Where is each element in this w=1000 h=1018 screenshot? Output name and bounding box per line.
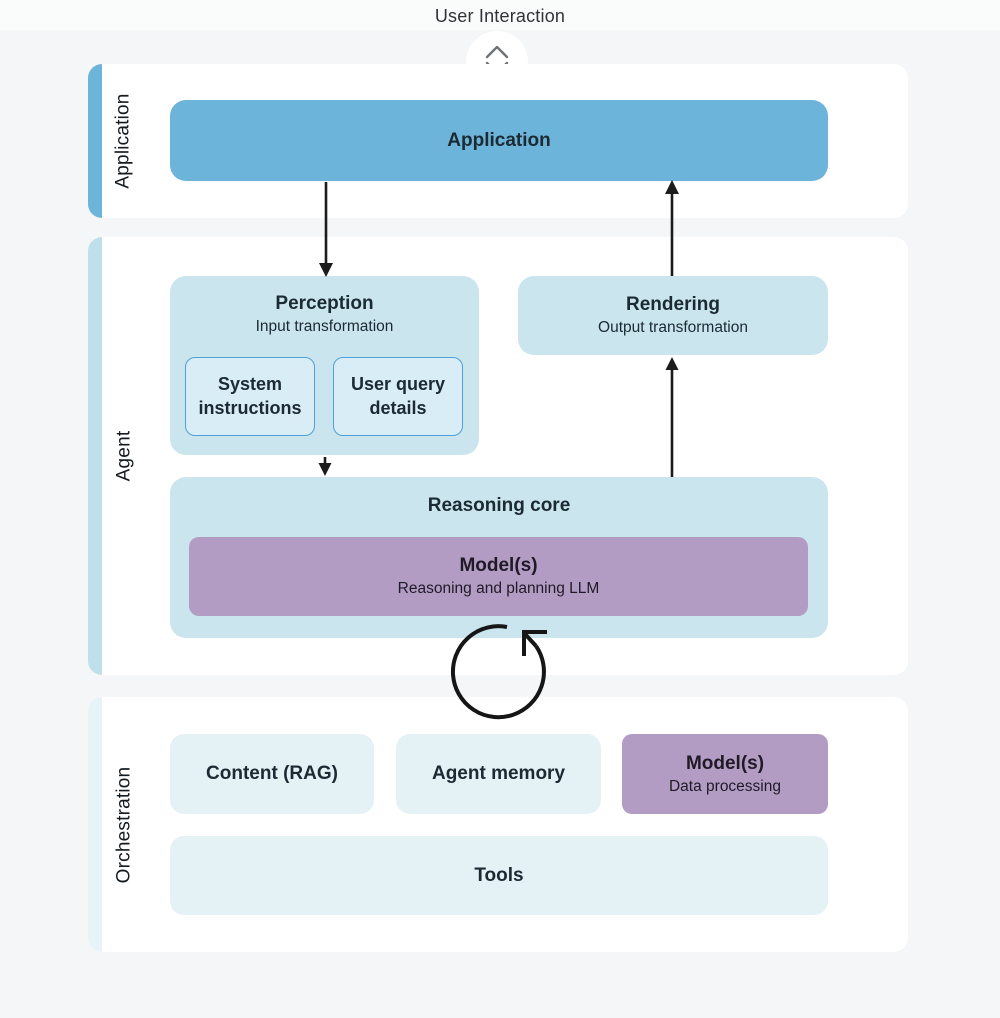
- orchestration-band-bar: [88, 697, 102, 952]
- application-band-bar: [88, 64, 102, 218]
- agent-memory-box: Agent memory: [396, 734, 601, 814]
- orchestration-band-label: Orchestration: [113, 766, 134, 883]
- application-band-label: Application: [113, 93, 134, 189]
- perception-box: Perception Input transformation System i…: [170, 276, 479, 455]
- rendering-box: Rendering Output transformation: [518, 276, 828, 355]
- perception-subtitle: Input transformation: [255, 318, 394, 335]
- perception-title: Perception: [275, 293, 374, 314]
- system-instructions-box: System instructions: [185, 357, 315, 436]
- application-box: Application: [170, 100, 828, 181]
- reasoning-model-title: Model(s): [459, 555, 538, 576]
- agent-band-label: Agent: [113, 430, 134, 482]
- application-box-title: Application: [447, 129, 551, 151]
- agent-memory-title: Agent memory: [431, 763, 566, 784]
- orchestration-model-title: Model(s): [685, 752, 765, 774]
- user-query-details-box: User query details: [333, 357, 463, 436]
- reasoning-core-box: Reasoning core Model(s) Reasoning and pl…: [170, 477, 828, 638]
- application-band: Application Application: [88, 64, 908, 218]
- rendering-subtitle: Output transformation: [598, 319, 748, 336]
- tools-title: Tools: [474, 864, 524, 886]
- reasoning-model-box: Model(s) Reasoning and planning LLM: [189, 537, 808, 616]
- tools-box: Tools: [170, 836, 828, 915]
- reasoning-core-title: Reasoning core: [427, 495, 571, 516]
- agent-band-bar: [88, 237, 102, 675]
- page-title: User Interaction: [434, 6, 566, 26]
- orchestration-model-box: Model(s) Data processing: [622, 734, 828, 814]
- content-rag-title: Content (RAG): [206, 763, 338, 784]
- agent-band: Agent Perception Input transformation Sy…: [88, 237, 908, 675]
- orchestration-model-subtitle: Data processing: [668, 777, 781, 795]
- content-rag-box: Content (RAG): [170, 734, 374, 814]
- orchestration-band: Orchestration Content (RAG) Agent memory…: [88, 697, 908, 952]
- rendering-title: Rendering: [626, 294, 720, 315]
- reasoning-model-subtitle: Reasoning and planning LLM: [397, 580, 600, 597]
- top-strip: [0, 0, 1000, 30]
